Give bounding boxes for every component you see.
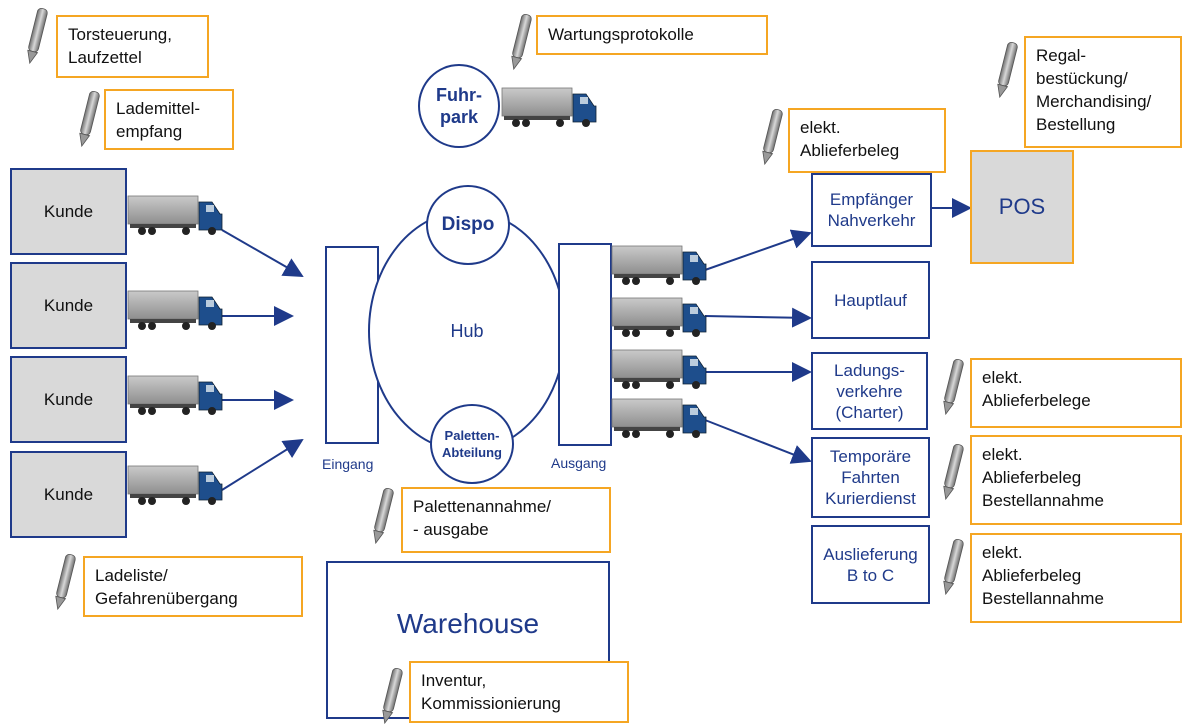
note-ablieferbeleg-top: elekt. Ablieferbeleg [788, 108, 946, 173]
customer-label: Kunde [43, 295, 94, 315]
arrow-kunde4-eingang [221, 438, 304, 491]
empfaenger-label: Empfänger Nahverkehr [827, 190, 916, 230]
truck-icon [611, 349, 707, 390]
hauptlauf-box: Hauptlauf [811, 261, 930, 339]
truck-icon [127, 465, 223, 506]
dispo-label: Dispo [441, 214, 495, 235]
note-ablieferbelege: elekt. Ablieferbelege [970, 358, 1182, 428]
truck-icon [501, 87, 597, 128]
dispo-circle: Dispo [426, 185, 510, 265]
eingang-label: Eingang [322, 456, 374, 472]
arrow-kunde1-eingang [221, 229, 304, 277]
arrow-ausgang-temporaer [704, 419, 812, 464]
paletten-label: Paletten- Abteilung [442, 428, 502, 460]
note-palettenannahme: Palettenannahme/ - ausgabe [401, 487, 611, 553]
customer-box-2: Kunde [10, 262, 127, 349]
note-torsteuerung: Torsteuerung, Laufzettel [56, 15, 209, 78]
customer-box-4: Kunde [10, 451, 127, 538]
note-regal: Regal- bestückung/ Merchandising/ Bestel… [1024, 36, 1182, 148]
arrow-ausgang-empfaenger [704, 229, 812, 271]
customer-label: Kunde [43, 389, 94, 409]
customer-label: Kunde [43, 484, 94, 504]
auslieferung-box: Auslieferung B to C [811, 525, 930, 604]
note-ladeliste: Ladeliste/ Gefahrenübergang [83, 556, 303, 617]
pos-box: POS [970, 150, 1074, 264]
note-bestellannahme-1: elekt. Ablieferbeleg Bestellannahme [970, 435, 1182, 525]
note-lademittel: Lademittel- empfang [104, 89, 234, 150]
fuhrpark-label: Fuhr- park [436, 85, 482, 127]
note-wartung: Wartungsprotokolle [536, 15, 768, 55]
ausgang-label: Ausgang [551, 455, 607, 471]
customer-box-1: Kunde [10, 168, 127, 255]
truck-icon [611, 245, 707, 286]
fuhrpark-circle: Fuhr- park [418, 64, 500, 148]
truck-icon [127, 290, 223, 331]
customer-label: Kunde [43, 201, 94, 221]
note-inventur: Inventur, Kommissionierung [409, 661, 629, 723]
empfaenger-box: Empfänger Nahverkehr [811, 173, 932, 247]
ladung-box: Ladungs- verkehre (Charter) [811, 352, 928, 430]
customer-box-3: Kunde [10, 356, 127, 443]
truck-icon [127, 195, 223, 236]
pos-label: POS [998, 194, 1046, 219]
temporaer-label: Temporäre Fahrten Kurierdienst [825, 447, 916, 508]
hub-label: Hub [450, 320, 484, 341]
arrow-ausgang-hauptlauf [704, 307, 812, 328]
paletten-circle: Paletten- Abteilung [430, 404, 514, 484]
truck-icon [611, 398, 707, 439]
truck-icon [611, 297, 707, 338]
ausgang-bar [558, 243, 612, 446]
hauptlauf-label: Hauptlauf [834, 290, 907, 310]
truck-icon [127, 375, 223, 416]
note-bestellannahme-2: elekt. Ablieferbeleg Bestellannahme [970, 533, 1182, 623]
ladung-label: Ladungs- verkehre (Charter) [834, 360, 905, 422]
warehouse-label: Warehouse [396, 608, 540, 639]
temporaer-box: Temporäre Fahrten Kurierdienst [811, 437, 930, 518]
auslieferung-label: Auslieferung B to C [823, 544, 918, 585]
